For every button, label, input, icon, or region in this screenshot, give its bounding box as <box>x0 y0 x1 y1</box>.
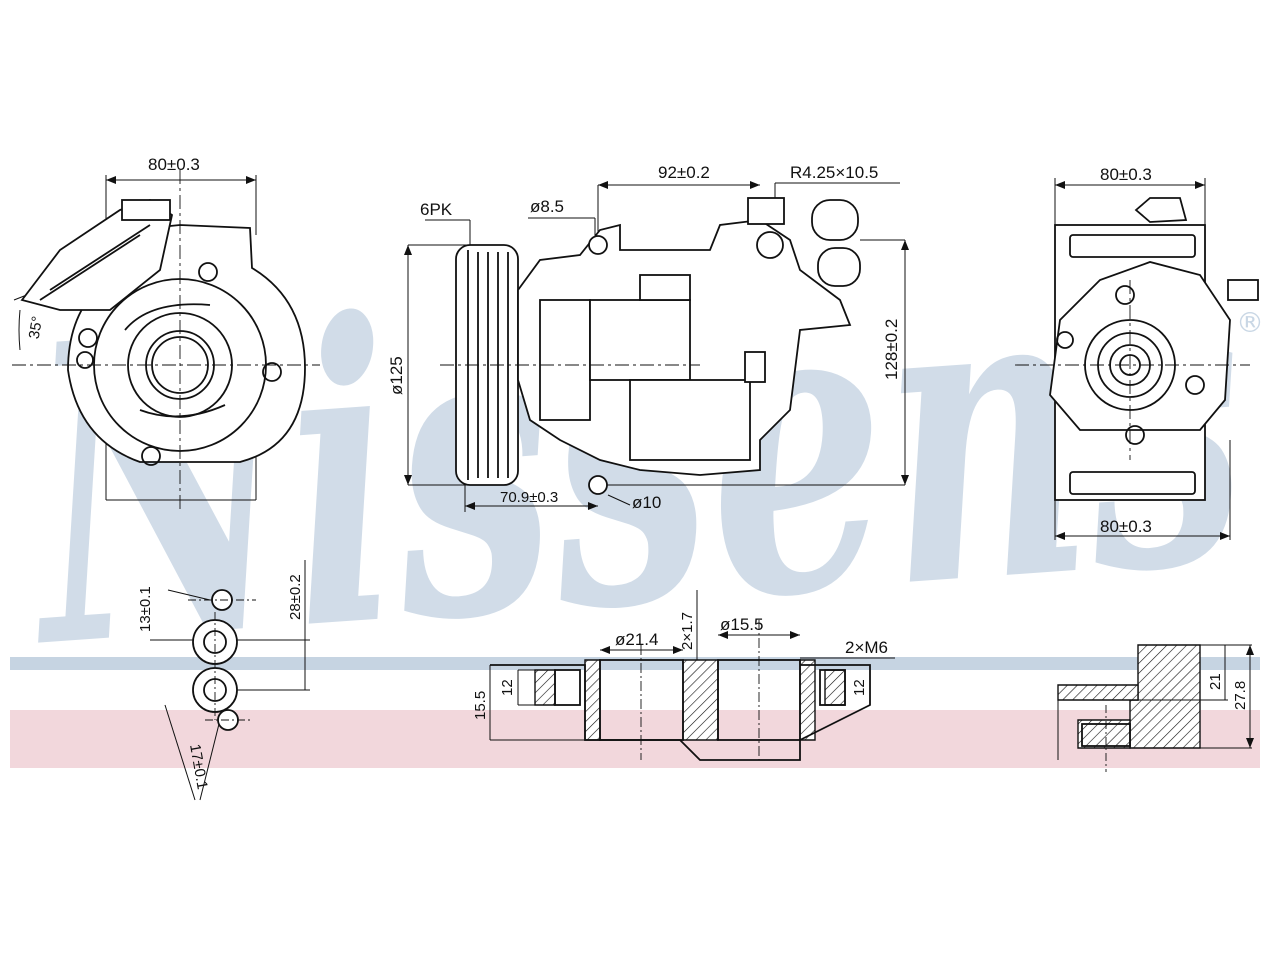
thread-dimension: 2×M6 <box>845 638 888 657</box>
hole-dimension: ø8.5 <box>530 197 564 216</box>
port-spacing-1: 13±0.1 <box>137 586 154 632</box>
block-height-total: 27.8 <box>1232 681 1249 710</box>
height-dimension: 128±0.2 <box>882 319 901 380</box>
side-view: 92±0.2 R4.25×10.5 6PK ø8.5 ø125 128±0.2 … <box>387 163 909 512</box>
side-length-dimension: 92±0.2 <box>658 163 710 182</box>
belt-label: 6PK <box>420 200 453 219</box>
port-detail: 13±0.1 28±0.2 17±0.1 <box>137 560 310 801</box>
pulley-diameter-dimension: ø125 <box>387 356 406 395</box>
depth-right-dimension: 12 <box>851 679 868 696</box>
depth-total-dimension: 15.5 <box>472 691 489 720</box>
bore-small-dimension: ø15.5 <box>720 615 763 634</box>
slot-dimension: R4.25×10.5 <box>790 163 878 182</box>
block-height-inner: 21 <box>1207 673 1224 690</box>
port-spacing-2: 28±0.2 <box>287 574 304 620</box>
depth-left-dimension: 12 <box>499 679 516 696</box>
block-detail: 21 27.8 <box>1057 644 1254 772</box>
registered-mark: ® <box>1236 306 1264 339</box>
front-width-dimension: 80±0.3 <box>148 155 200 174</box>
rear-width-top-dimension: 80±0.3 <box>1100 165 1152 184</box>
rear-width-bottom-dimension: 80±0.3 <box>1100 517 1152 536</box>
offset-dimension: 70.9±0.3 <box>500 489 558 506</box>
blue-band <box>10 657 1260 670</box>
front-view: 80±0.3 35° <box>12 155 320 510</box>
section-detail: ø21.4 ø15.5 2×1.7 2×M6 15.5 12 12 <box>472 590 895 761</box>
rear-view: 80±0.3 80±0.3 <box>1015 165 1259 540</box>
mount-hole-dimension: ø10 <box>632 493 661 512</box>
front-angle-dimension: 35° <box>26 315 47 340</box>
bore-large-dimension: ø21.4 <box>615 630 658 649</box>
step-dimension: 2×1.7 <box>679 612 696 650</box>
